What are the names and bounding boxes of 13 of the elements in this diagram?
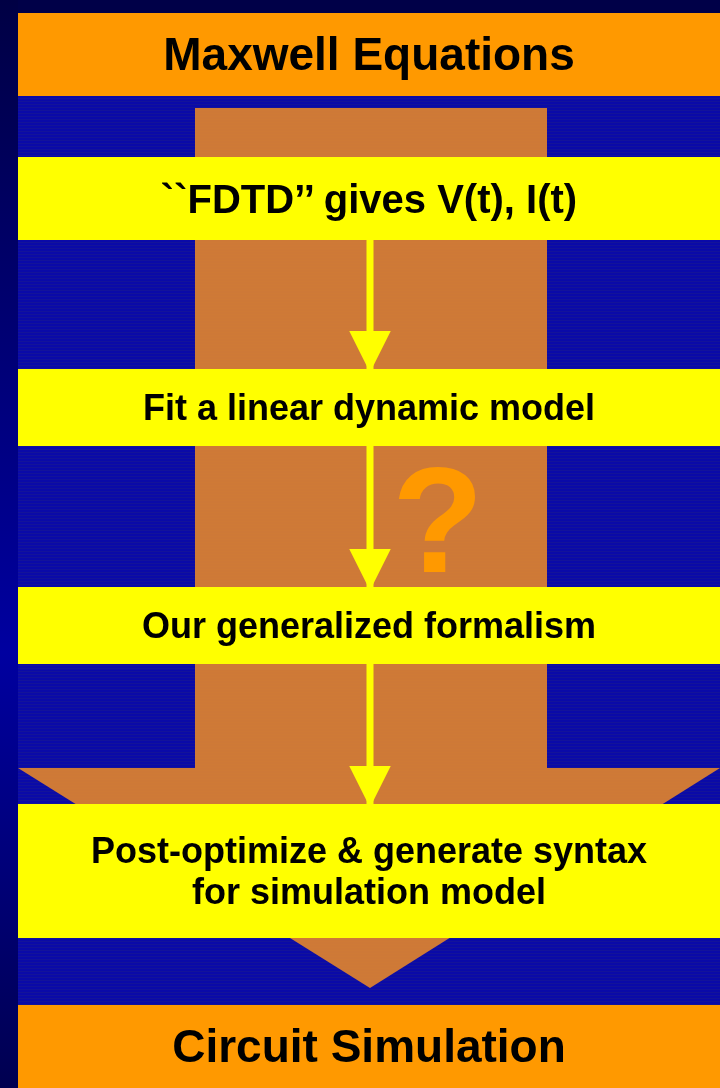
terminal-box <box>18 1005 720 1088</box>
question-mark: ? <box>392 445 484 595</box>
step-text: ``FDTD’’ gives V(t), I(t) <box>160 175 578 222</box>
step-text: Maxwell Equations <box>163 28 575 81</box>
process-box <box>18 804 720 938</box>
step-text: Fit a linear dynamic model <box>142 386 596 429</box>
process-box <box>18 157 720 240</box>
process-box <box>18 369 720 446</box>
step-text: Our generalized formalism <box>141 604 597 647</box>
step-text: Circuit Simulation <box>172 1020 566 1073</box>
terminal-box <box>18 13 720 96</box>
process-box <box>18 587 720 664</box>
step-text: Post-optimize & generate syntax for simulation model <box>89 829 649 913</box>
